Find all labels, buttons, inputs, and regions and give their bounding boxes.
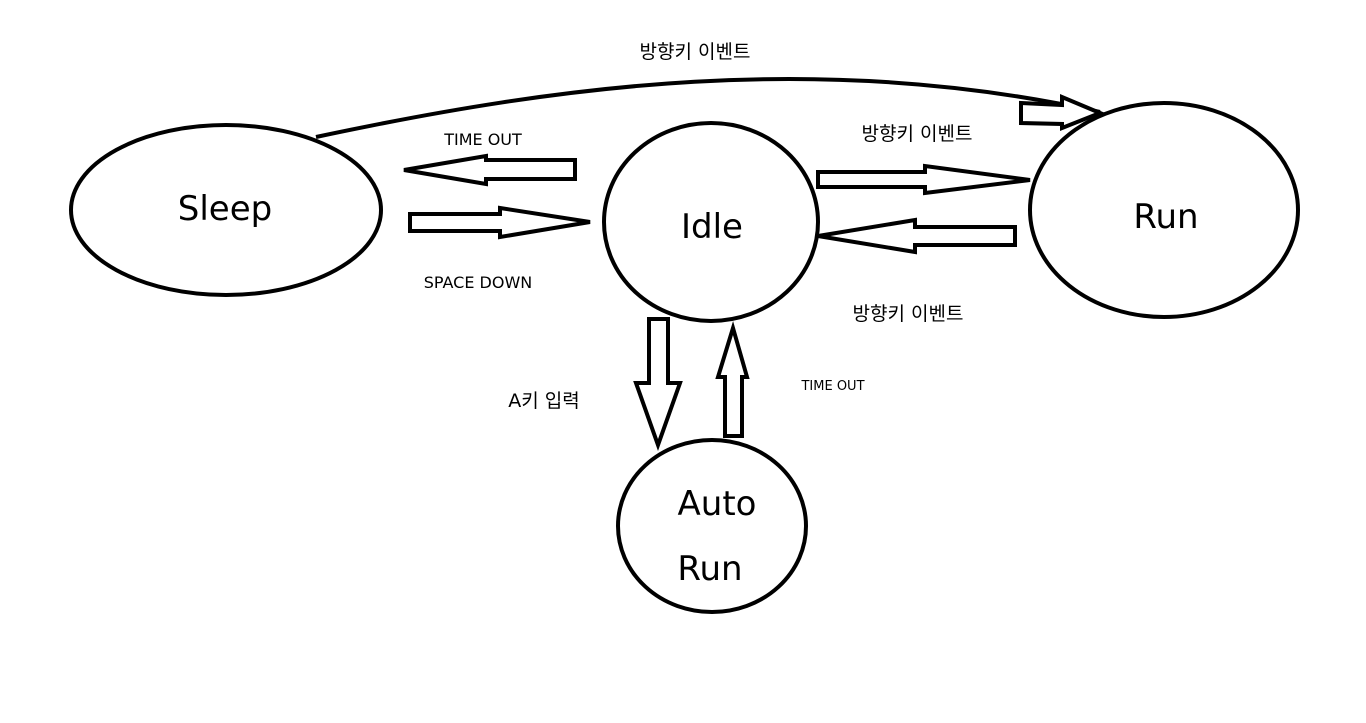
idle-to-auto-run-arrow (633, 317, 683, 451)
state-idle (602, 121, 820, 323)
idle-to-run-arrow (816, 163, 1031, 196)
state-idle-label: Idle (681, 207, 743, 247)
sleep-to-run-arrowhead (1019, 93, 1106, 131)
label-sleep-to-run: 방향키 이벤트 (640, 41, 751, 63)
state-sleep-label: Sleep (178, 189, 272, 229)
auto-run-to-idle-arrow (715, 320, 750, 438)
state-run-label: Run (1133, 197, 1198, 237)
label-run-to-idle: 방향키 이벤트 (853, 303, 964, 325)
state-run (1028, 101, 1300, 319)
label-sleep-to-idle: SPACE DOWN (424, 273, 533, 292)
state-auto-run-label-line2: Run (677, 549, 742, 589)
run-to-idle-arrow (817, 217, 1017, 255)
sleep-to-idle-arrow (408, 205, 591, 240)
state-auto-run (616, 438, 808, 614)
sleep-to-run-curve (315, 76, 1101, 139)
label-auto-run-to-idle: TIME OUT (800, 379, 864, 394)
label-idle-to-run: 방향키 이벤트 (862, 123, 973, 145)
label-idle-to-sleep: TIME OUT (443, 130, 522, 149)
label-idle-to-auto-run: A키 입력 (508, 390, 579, 412)
state-auto-run-label-line1: Auto (678, 484, 757, 524)
idle-to-sleep-arrow (403, 153, 577, 187)
state-sleep (69, 123, 383, 297)
